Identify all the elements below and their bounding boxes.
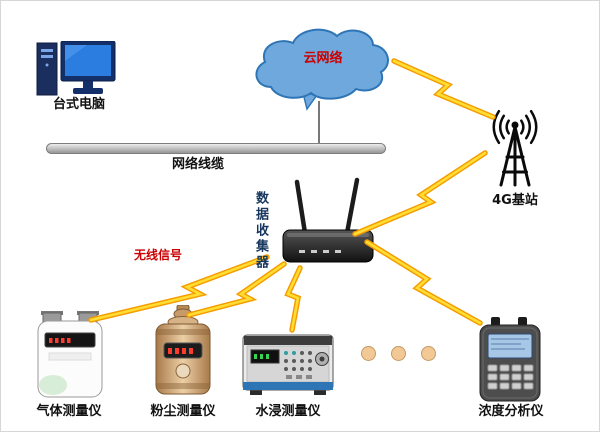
ellipsis-dots (361, 346, 436, 361)
dust-meter-icon (155, 305, 211, 395)
concentration-analyzer-icon (479, 317, 541, 402)
network-cable (46, 143, 386, 154)
dust-meter-label: 粉尘测量仪 (150, 404, 216, 419)
lightning-bolt (284, 265, 303, 333)
wireless-signal-label: 无线信号 (133, 248, 182, 262)
ellipsis-dot (391, 346, 406, 361)
water-meter-icon (242, 334, 334, 395)
station-label: 4G基站 (492, 193, 538, 208)
water-meter-label: 水浸测量仪 (255, 404, 321, 419)
4g-antenna-icon (492, 109, 538, 187)
ellipsis-dot (361, 346, 376, 361)
cloud-label: 云网络 (303, 51, 343, 66)
ellipsis-dot (421, 346, 436, 361)
desktop-label: 台式电脑 (52, 97, 105, 112)
lightning-bolt (364, 239, 483, 326)
gas-meter-icon (37, 311, 103, 398)
cable-label: 网络线缆 (171, 157, 224, 172)
data-collector-label: 数据收集器 (253, 191, 268, 271)
analyzer-label: 浓度分析仪 (478, 404, 544, 419)
data-collector-icon (282, 177, 374, 263)
cloud-icon (255, 28, 389, 111)
desktop-computer-icon (36, 41, 116, 96)
gas-meter-label: 气体测量仪 (36, 404, 102, 419)
